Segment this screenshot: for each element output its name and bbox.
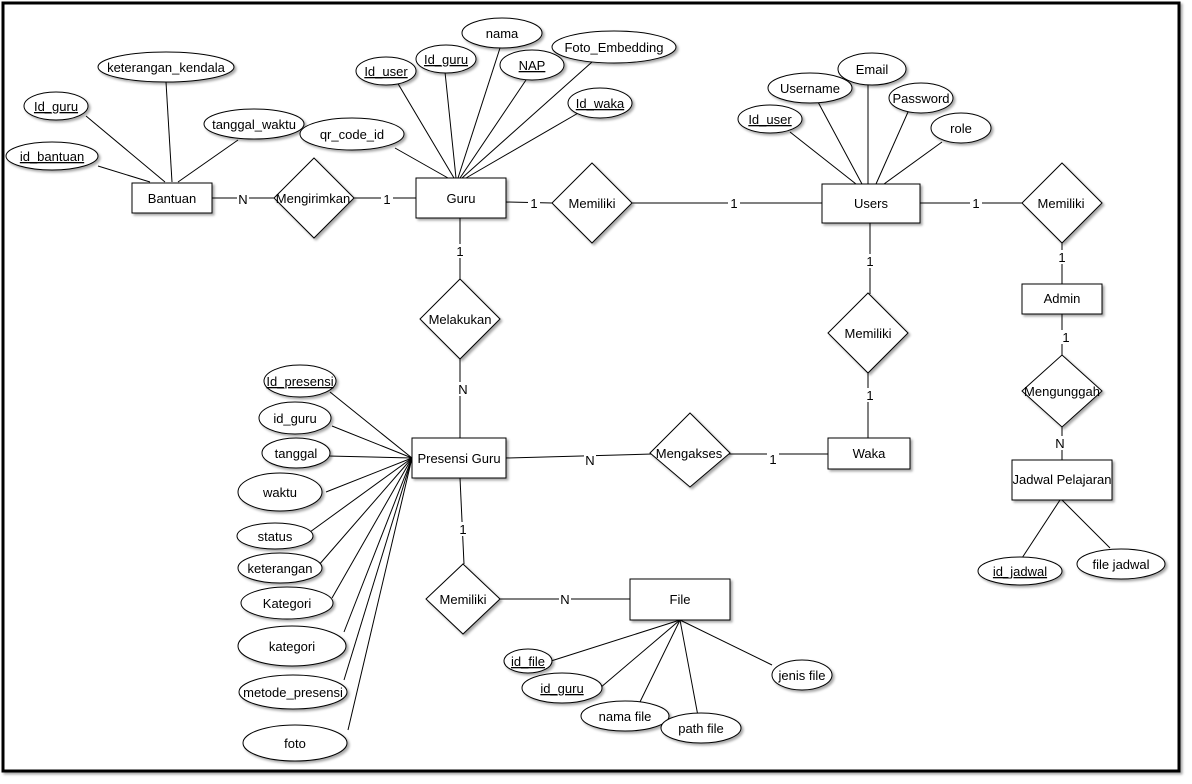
- card-memiliki-admin: 1: [1058, 250, 1065, 265]
- attr-waktu: waktu: [262, 485, 297, 500]
- card-presensi-mengakses: N: [585, 453, 594, 468]
- cardinality-labels: N 1 1 1 1 1 1 N 1 1 N 1 1 N 1 N: [238, 192, 1069, 607]
- attr-keterangan: keterangan: [247, 561, 312, 576]
- entity-presensi-guru: Presensi Guru: [417, 451, 500, 466]
- attr-kategori-cap: Kategori: [263, 596, 312, 611]
- entity-shapes: [131, 177, 1113, 621]
- entity-file: File: [670, 592, 691, 607]
- attr-metode-presensi: metode_presensi: [243, 685, 343, 700]
- card-mengirimkan-guru: 1: [383, 192, 390, 207]
- attr-keterangan-kendala: keterangan_kendala: [107, 60, 226, 75]
- card-guru-melakukan: 1: [456, 244, 463, 259]
- attr-jenis-file: jenis file: [778, 668, 826, 683]
- attr-qr-code-id: qr_code_id: [320, 127, 384, 142]
- attr-file-jadwal: file jadwal: [1092, 557, 1149, 572]
- attr-id-bantuan: id_bantuan: [20, 149, 84, 164]
- card-users-memiliki-admin: 1: [972, 196, 979, 211]
- attr-nama-file: nama file: [599, 709, 652, 724]
- relationship-shapes: [273, 157, 1103, 635]
- entity-users: Users: [854, 196, 888, 211]
- card-memiliki-users: 1: [730, 196, 737, 211]
- attr-foto-embedding: Foto_Embedding: [564, 40, 663, 55]
- attr-presensi-id-guru: id_guru: [273, 411, 316, 426]
- attr-username: Username: [780, 81, 840, 96]
- connectors: [85, 47, 1111, 731]
- entity-admin: Admin: [1044, 291, 1081, 306]
- attr-tanggal: tanggal: [275, 446, 318, 461]
- cardinality-bgs: [237, 192, 1072, 606]
- attr-foto: foto: [284, 736, 306, 751]
- attr-id-presensi: Id_presensi: [266, 374, 333, 389]
- attr-guru-id-user: Id_user: [364, 64, 408, 79]
- rel-memiliki-users-admin: Memiliki: [1038, 196, 1085, 211]
- card-guru-memiliki: 1: [530, 196, 537, 211]
- entity-labels: Bantuan Guru Users Admin Presensi Guru W…: [148, 191, 1112, 607]
- attr-id-jadwal: id_jadwal: [993, 564, 1047, 579]
- attribute-shapes: [5, 17, 1166, 762]
- attr-password: Password: [892, 91, 949, 106]
- rel-memiliki-guru-users: Memiliki: [569, 196, 616, 211]
- attr-users-id-user: Id_user: [748, 112, 792, 127]
- card-memiliki-file: N: [560, 592, 569, 607]
- entity-jadwal-pelajaran: Jadwal Pelajaran: [1012, 472, 1111, 487]
- entity-bantuan: Bantuan: [148, 191, 196, 206]
- entity-waka: Waka: [853, 446, 887, 461]
- diagram-frame: [1, 1, 1181, 773]
- card-bantuan-mengirimkan: N: [238, 192, 247, 207]
- card-admin-mengunggah: 1: [1062, 330, 1069, 345]
- card-users-memiliki-waka: 1: [866, 254, 873, 269]
- attr-nama: nama: [486, 26, 519, 41]
- card-memiliki-waka: 1: [866, 388, 873, 403]
- attr-nap: NAP: [519, 58, 546, 73]
- attr-id-waka: Id_waka: [576, 96, 625, 111]
- card-presensi-memiliki: 1: [459, 522, 466, 537]
- attr-role: role: [950, 121, 972, 136]
- rel-mengirimkan: Mengirimkan: [276, 191, 350, 206]
- attr-id-file: id_file: [511, 654, 545, 669]
- card-mengakses-waka: 1: [769, 452, 776, 467]
- attr-status: status: [258, 529, 293, 544]
- rel-memiliki-presensi-file: Memiliki: [440, 592, 487, 607]
- attribute-labels: keterangan_kendala Id_guru tanggal_waktu…: [20, 26, 1150, 751]
- card-mengunggah-jadwal: N: [1055, 436, 1064, 451]
- attr-guru-id-guru: Id_guru: [424, 52, 468, 67]
- entity-guru: Guru: [447, 191, 476, 206]
- rel-memiliki-users-waka: Memiliki: [845, 326, 892, 341]
- relationship-labels: Mengirimkan Memiliki Memiliki Melakukan …: [276, 191, 1100, 607]
- attr-email: Email: [856, 62, 889, 77]
- rel-mengakses: Mengakses: [656, 446, 723, 461]
- attr-kategori: kategori: [269, 639, 315, 654]
- attr-bantuan-id-guru: Id_guru: [34, 99, 78, 114]
- rel-mengunggah: Mengunggah: [1024, 384, 1100, 399]
- attr-file-id-guru: id_guru: [540, 681, 583, 696]
- card-melakukan-presensi: N: [458, 382, 467, 397]
- attr-path-file: path file: [678, 721, 724, 736]
- attr-tanggal-waktu: tanggal_waktu: [212, 117, 296, 132]
- rel-melakukan: Melakukan: [429, 312, 492, 327]
